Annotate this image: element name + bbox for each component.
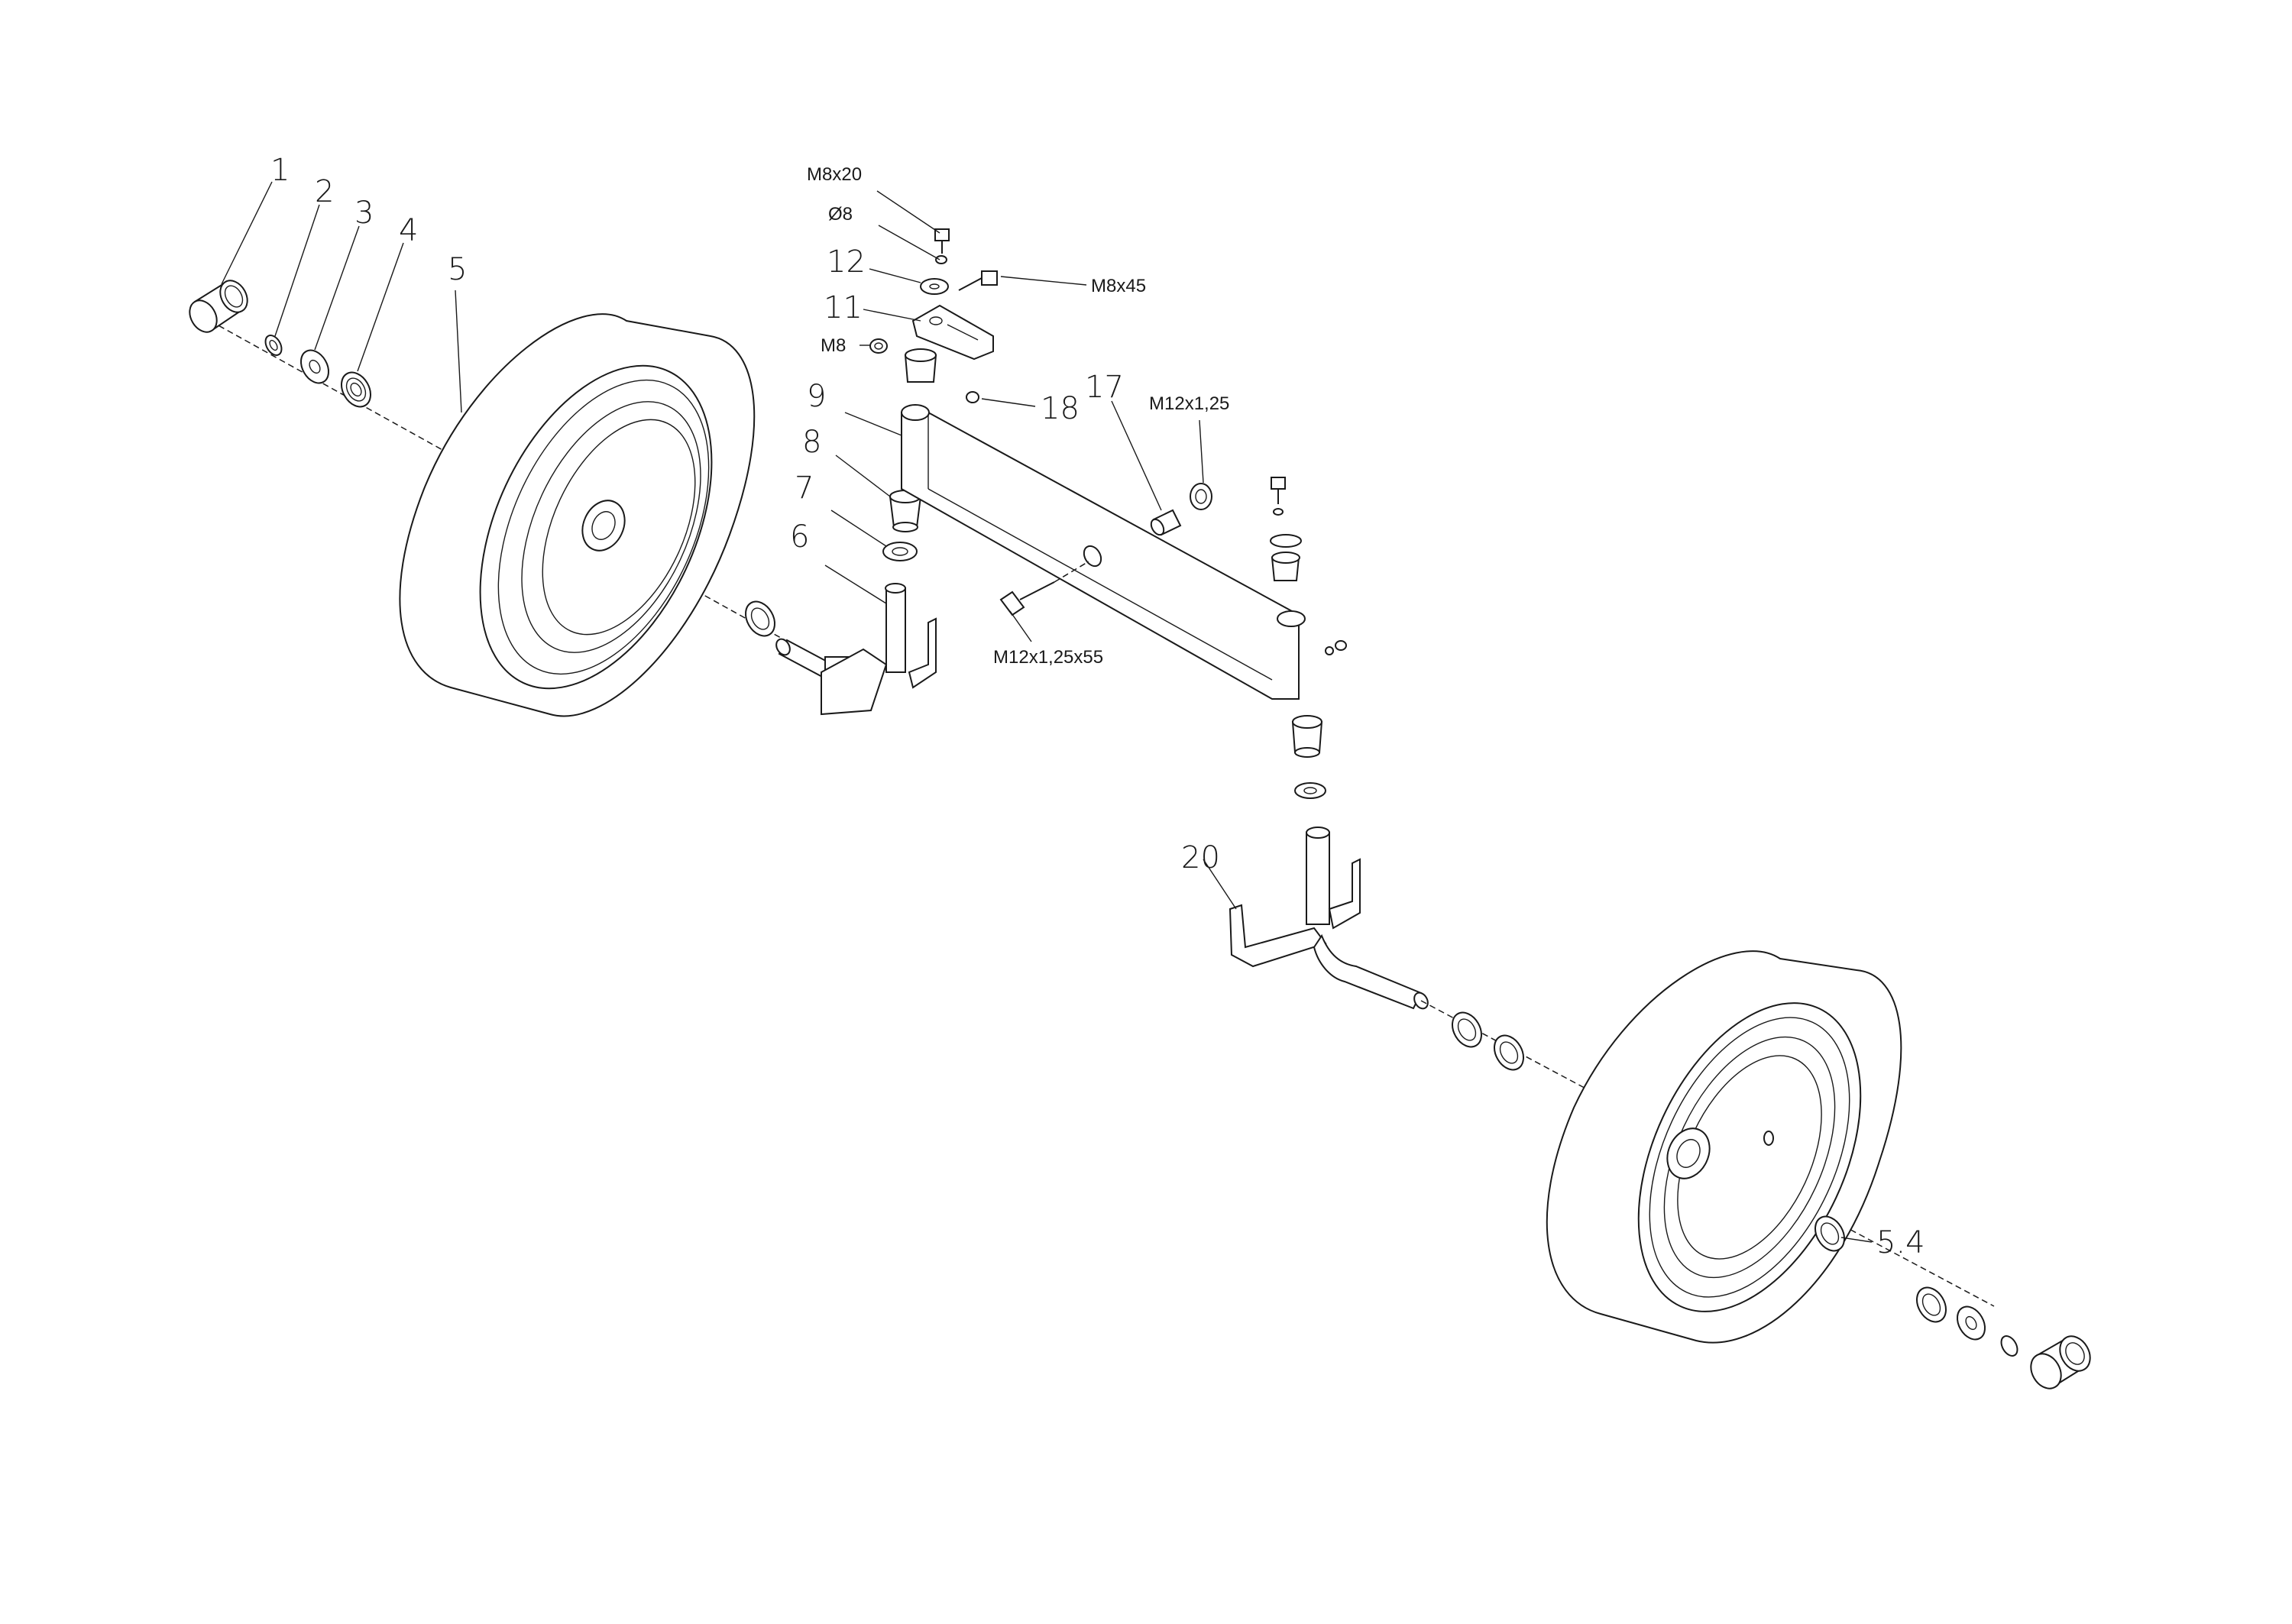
callout-4: 4: [399, 213, 418, 248]
spec-m8x45: M8x45: [1091, 276, 1146, 296]
m8x20-bolt: [934, 228, 950, 254]
part-1-hub-cap: [189, 280, 248, 333]
part-3-washer: [299, 349, 330, 384]
callout-17: 17: [1085, 370, 1124, 405]
callout-5: 5: [448, 252, 467, 287]
callout-11: 11: [824, 290, 863, 325]
right-outer-bearing: [1916, 1286, 1947, 1323]
callout-3: 3: [354, 196, 374, 231]
callout-2: 2: [315, 174, 334, 209]
spec-m12x125: M12x1,25: [1149, 393, 1229, 414]
part-5-left-wheel: [399, 313, 756, 717]
part-4-bearing: [341, 371, 371, 408]
d8-lock-washer: [935, 255, 947, 264]
right-snap-ring: [2000, 1335, 2018, 1357]
part-18-grease-nipple: [966, 391, 979, 403]
upper-bushing: [904, 348, 937, 383]
right-grease-nipple: [1325, 640, 1347, 655]
left-inner-bearing: [745, 600, 775, 637]
part-12-washer: [920, 278, 949, 295]
spec-d8: Ø8: [828, 204, 853, 225]
right-outer-washer: [1956, 1305, 1986, 1341]
right-lower-bushing: [1291, 715, 1323, 758]
right-axle-centerline: [1420, 1000, 1995, 1307]
right-inner-bearing: [1452, 1011, 1524, 1071]
part-2-snap-ring: [264, 335, 283, 356]
right-hub-cap: [2030, 1335, 2091, 1389]
m12x125-nut: [1190, 483, 1212, 510]
callout-20: 20: [1181, 840, 1220, 875]
leader-lines: [221, 181, 1873, 1243]
m12x125x55-bolt: [999, 561, 1089, 616]
part-7-washer: [882, 542, 918, 561]
part-9-axle-beam: [901, 404, 1306, 700]
callout-18: 18: [1041, 391, 1080, 426]
callout-12: 12: [827, 244, 866, 280]
right-washer: [1294, 782, 1326, 799]
callout-8: 8: [802, 425, 821, 460]
part-5-4-bearing: [1814, 1215, 1845, 1252]
part-20-right-spindle: [1229, 827, 1429, 1010]
part-6-left-spindle: [775, 583, 937, 716]
callout-7: 7: [795, 471, 814, 506]
callout-5-4: 5.4: [1876, 1225, 1925, 1260]
spec-m12x125x55: M12x1,25x55: [993, 647, 1103, 668]
part-11-steering-arm: [911, 304, 994, 361]
spec-m8: M8: [821, 335, 846, 356]
right-wheel: [1546, 950, 1902, 1344]
m8x45-bolt: [958, 270, 998, 291]
right-upper-bushing: [1270, 534, 1302, 581]
m8-nut: [869, 338, 888, 354]
callout-9: 9: [807, 379, 826, 414]
part-17-bushing: [1150, 509, 1182, 536]
right-pivot-bolt: [1271, 477, 1286, 516]
spec-m8x20: M8x20: [807, 164, 862, 185]
callout-6: 6: [790, 519, 809, 555]
callout-1: 1: [270, 153, 290, 188]
